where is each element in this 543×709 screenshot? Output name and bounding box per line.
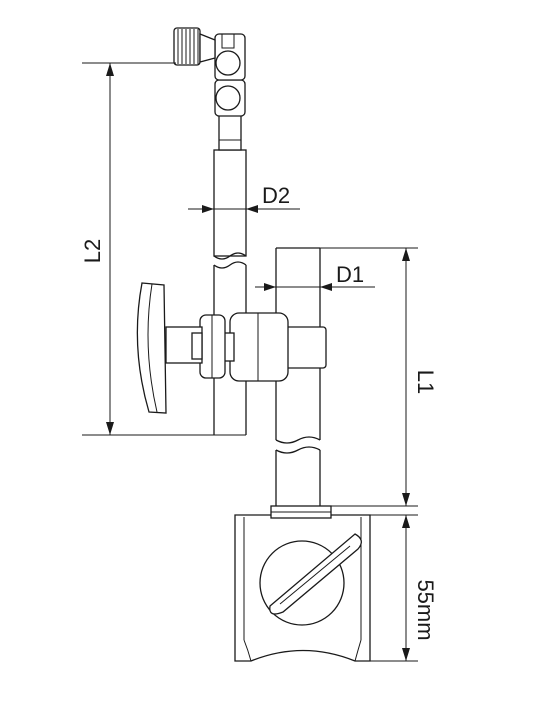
fine-adjust-head [214,33,246,151]
d1-label: D1 [336,262,364,287]
dimension-d2: D2 [188,183,300,213]
height-label: 55mm [413,579,438,640]
dimension-height: 55mm [370,514,438,662]
dimension-d1: D1 [255,262,375,291]
dimension-l1: L1 [284,247,438,507]
switch-knob [259,533,362,626]
arm-rod [213,149,247,435]
d2-label: D2 [262,183,290,208]
knurled-clamp-screw [173,27,216,66]
dimension-l2: L2 [80,62,246,436]
magnetic-base [234,505,371,662]
l1-label: L1 [413,370,438,394]
central-clamp [136,282,327,414]
l2-label: L2 [80,239,105,263]
